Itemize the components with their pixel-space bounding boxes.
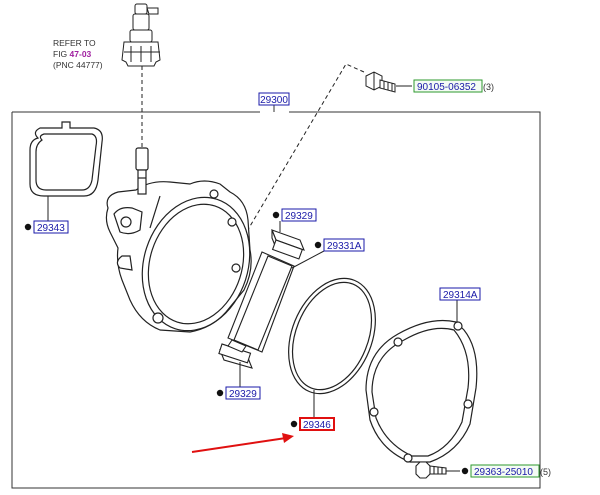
- leader-lines: [239, 221, 458, 419]
- part-dot: [24, 223, 32, 231]
- part-number-text: 29329: [229, 389, 257, 400]
- part-label-box: [439, 287, 481, 301]
- svg-text:(PNC 44777): (PNC 44777): [53, 60, 103, 70]
- clip-29329-bottom-drawing: [218, 339, 253, 369]
- part-labels: 90105-06352 (3) 29343 29329 29331A 29314A 2932…: [24, 79, 551, 478]
- part-qty-text: (3): [483, 82, 494, 92]
- fig-47-03-link[interactable]: 47-03: [70, 49, 92, 59]
- oring-29346-drawing: [288, 277, 376, 395]
- part-number-text: 29331A: [327, 241, 362, 252]
- part-number-text: 29346: [303, 420, 331, 431]
- screw-29363-drawing: [415, 461, 447, 479]
- part-dot: [272, 211, 280, 219]
- gasket-29343-drawing: [29, 121, 103, 197]
- vacuum-sensor-drawing: [121, 3, 161, 67]
- part-number-text: 29314A: [443, 290, 478, 301]
- svg-text:REFER TO: REFER TO: [53, 38, 96, 48]
- part-label-29331a[interactable]: 29331A: [314, 238, 365, 252]
- part-qty-text: (5): [540, 467, 551, 477]
- assembly-label-29300[interactable]: 29300: [258, 92, 290, 106]
- part-label-box: [323, 238, 365, 252]
- part-label-29346[interactable]: 29346: [290, 417, 335, 431]
- part-dot: [290, 420, 298, 428]
- part-label-29329-top[interactable]: 29329: [272, 208, 317, 222]
- throttle-body-drawing: [105, 147, 252, 333]
- reference-note: REFER TO FIG 47-03 (PNC 44777): [53, 38, 103, 70]
- part-dot: [216, 389, 224, 397]
- part-dot: [461, 467, 469, 475]
- gasket-29314a-drawing: [365, 319, 478, 463]
- part-label-box: [33, 220, 69, 234]
- part-number-text: 29363-25010: [474, 467, 533, 478]
- part-label-90105[interactable]: 90105-06352 (3): [413, 79, 494, 93]
- part-label-box: [299, 417, 335, 431]
- svg-text:29300: 29300: [260, 95, 288, 106]
- part-label-box: [413, 79, 483, 93]
- part-label-box: [225, 386, 261, 400]
- part-label-box: [470, 464, 540, 478]
- part-number-text: 90105-06352: [417, 82, 476, 93]
- part-dot: [314, 241, 322, 249]
- part-label-29329-bottom[interactable]: 29329: [216, 386, 261, 400]
- part-label-29343[interactable]: 29343: [24, 220, 69, 234]
- part-label-box: [281, 208, 317, 222]
- bolt-dashed-path: [229, 63, 365, 261]
- part-number-text: 29329: [285, 211, 313, 222]
- plate-29331a-drawing: [227, 251, 295, 353]
- clip-29329-top-drawing: [271, 229, 305, 260]
- part-label-29363[interactable]: 29363-25010 (5): [461, 464, 551, 478]
- svg-text:FIG 47-03: FIG 47-03: [53, 49, 92, 59]
- bolt-90105-drawing: [365, 71, 396, 93]
- part-label-29314a[interactable]: 29314A: [439, 287, 481, 301]
- highlight-arrow: [191, 433, 294, 453]
- part-number-text: 29343: [37, 223, 65, 234]
